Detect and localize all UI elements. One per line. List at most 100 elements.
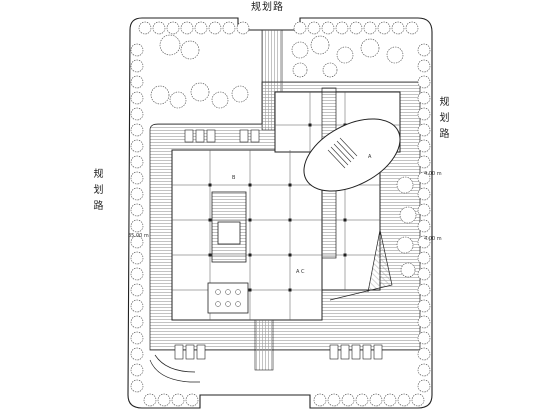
tree-icon: [417, 315, 431, 329]
tree-icon: [194, 21, 208, 35]
parking-bottom: [174, 344, 383, 360]
tree-icon: [349, 21, 363, 35]
tree-icon: [130, 139, 144, 153]
tree-icon: [130, 219, 144, 233]
tree-icon: [130, 187, 144, 201]
tree-icon: [185, 393, 199, 407]
tree-icon: [417, 299, 431, 313]
road-label-right: 规划路: [437, 96, 448, 144]
tree-icon: [157, 393, 171, 407]
tree-icon: [307, 21, 321, 35]
tree-icon: [166, 21, 180, 35]
tree-icon: [171, 393, 185, 407]
tree-icon: [222, 21, 236, 35]
tree-icon: [321, 21, 335, 35]
tree-icon: [399, 206, 417, 224]
tree-icon: [377, 21, 391, 35]
tree-icon: [159, 34, 181, 56]
tree-icon: [130, 155, 144, 169]
tree-icon: [236, 21, 250, 35]
tree-icon: [293, 21, 307, 35]
parking-top: [184, 129, 260, 143]
tree-icon: [327, 393, 341, 407]
tree-icon: [417, 91, 431, 105]
tree-icon: [169, 91, 187, 109]
tree-icon: [335, 21, 349, 35]
tree-icon: [417, 283, 431, 297]
atrium-stair: [327, 137, 358, 169]
tree-icon: [130, 123, 144, 137]
tree-icon: [417, 363, 431, 377]
tree-icon: [417, 347, 431, 361]
tree-icon: [130, 235, 144, 249]
tree-icon: [391, 21, 405, 35]
tree-icon: [396, 236, 414, 254]
tree-icon: [417, 59, 431, 73]
tree-icon: [143, 393, 157, 407]
tree-icon: [417, 139, 431, 153]
lobby-seats: [215, 289, 241, 307]
tree-icon: [360, 38, 380, 58]
tree-icon: [411, 393, 425, 407]
tree-icon: [310, 35, 330, 55]
tree-icon: [138, 21, 152, 35]
tree-icon: [180, 21, 194, 35]
tree-icon: [130, 283, 144, 297]
site-boundary: [127, 17, 433, 409]
tree-icon: [417, 187, 431, 201]
tree-icon: [396, 176, 414, 194]
tree-icon: [130, 299, 144, 313]
tree-icon: [130, 363, 144, 377]
tree-icon: [291, 41, 309, 59]
tree-icon: [313, 393, 327, 407]
atrium-ellipse: [303, 118, 401, 192]
tree-icon: [417, 75, 431, 89]
tree-icon: [130, 107, 144, 121]
tree-icon: [417, 203, 431, 217]
tree-icon: [341, 393, 355, 407]
road-label-left: 规划路: [91, 168, 102, 216]
tree-icon: [130, 91, 144, 105]
dim-left: 35.00 m: [128, 233, 149, 239]
ramp-curve: [149, 359, 200, 383]
tree-icon: [369, 393, 383, 407]
tree-icon: [150, 85, 170, 105]
tree-icon: [417, 219, 431, 233]
tree-icon: [130, 75, 144, 89]
dim-right-lower: 4.00 m: [424, 236, 442, 242]
tree-icon: [130, 315, 144, 329]
tree-icon: [130, 251, 144, 265]
tree-icon: [322, 62, 338, 78]
tree-icon: [292, 62, 308, 78]
tree-icon: [152, 21, 166, 35]
tree-icon: [383, 393, 397, 407]
tree-icon: [211, 91, 229, 109]
tree-icon: [417, 251, 431, 265]
road-label-top: 规划路: [251, 2, 284, 13]
tree-icon: [130, 379, 144, 393]
room-label-b: B: [232, 175, 236, 181]
tree-icon: [363, 21, 377, 35]
tree-icon: [417, 123, 431, 137]
tree-icon: [130, 203, 144, 217]
tree-icon: [417, 235, 431, 249]
room-label-a: A: [368, 154, 372, 160]
tree-icon: [405, 21, 419, 35]
tree-icon: [355, 393, 369, 407]
tree-icon: [417, 379, 431, 393]
tree-icon: [180, 40, 200, 60]
tree-icon: [417, 171, 431, 185]
room-label-c: A C: [296, 269, 305, 275]
tree-icon: [400, 262, 416, 278]
tree-icon: [386, 46, 404, 64]
tree-icon: [417, 267, 431, 281]
tree-icon: [130, 43, 144, 57]
tree-icon: [130, 59, 144, 73]
tree-icon: [130, 267, 144, 281]
core-lift: [217, 221, 241, 245]
entrance-walk: [254, 319, 274, 371]
tree-icon: [231, 85, 249, 103]
tree-icon: [190, 82, 210, 102]
tree-icon: [417, 331, 431, 345]
